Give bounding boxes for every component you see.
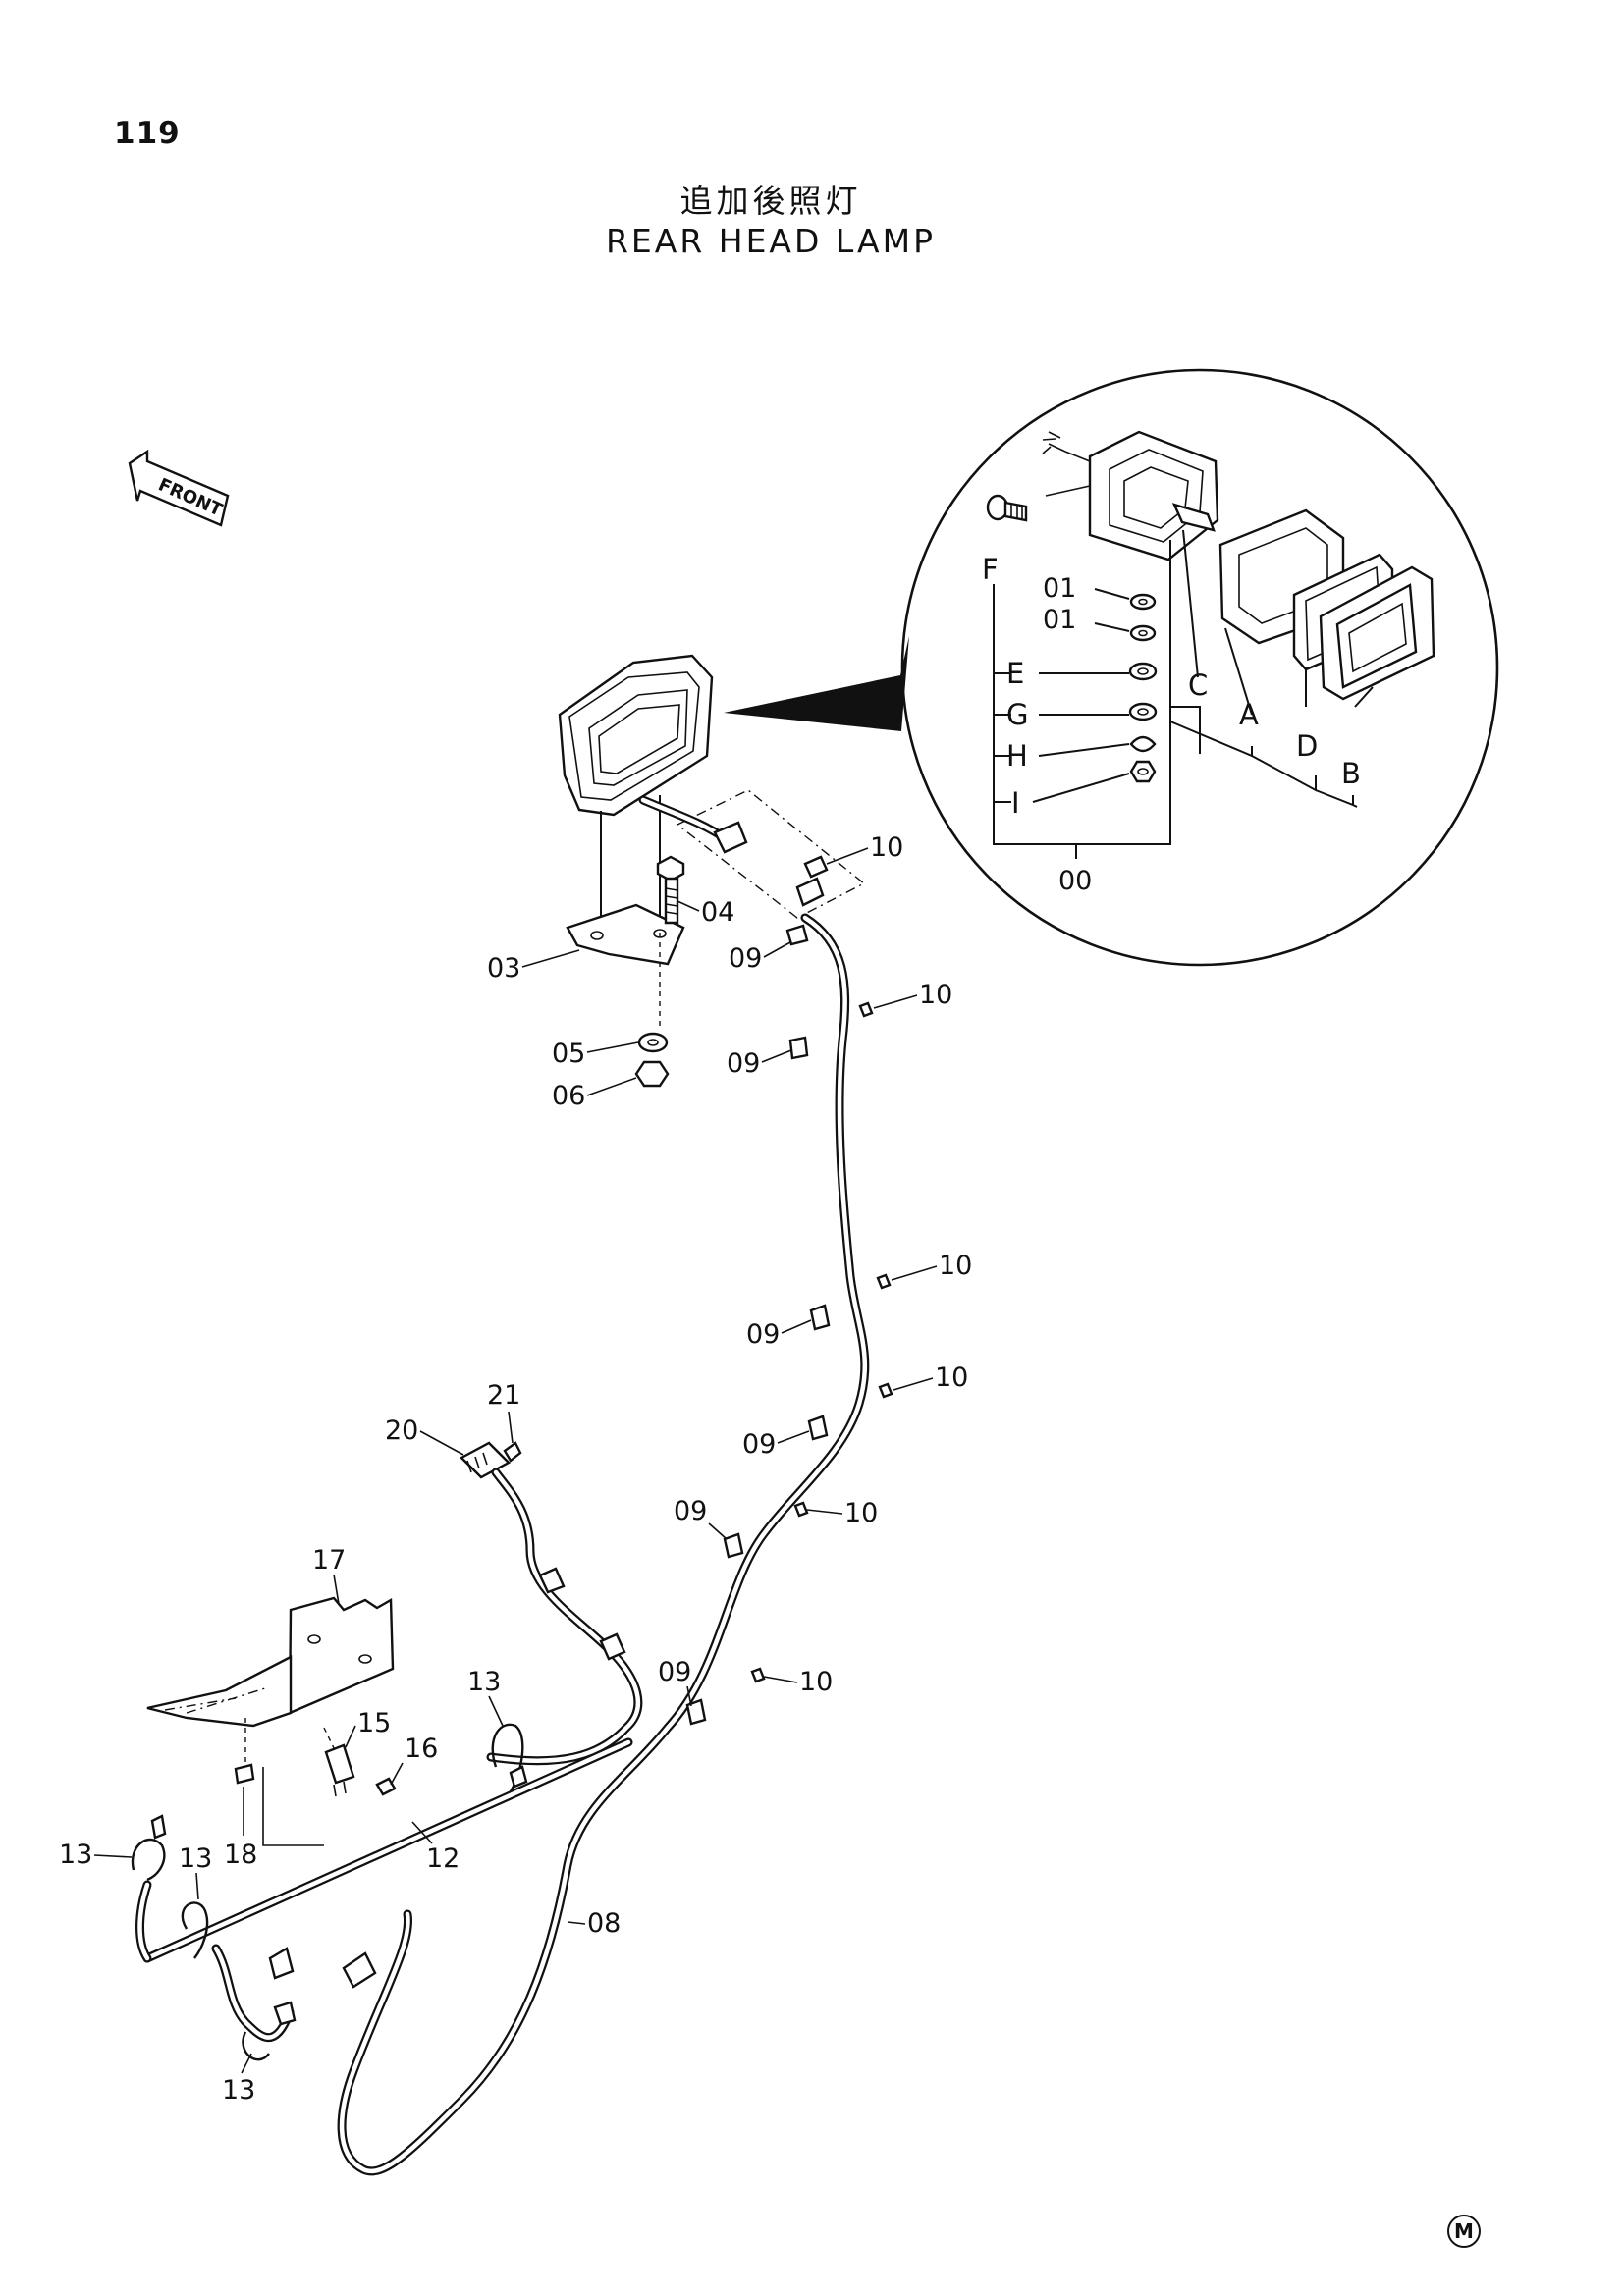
- page-number: 119: [114, 116, 181, 151]
- harness-08: [337, 913, 870, 2176]
- callout-18: 18: [224, 1840, 257, 1870]
- callout-03: 03: [487, 953, 520, 984]
- callout-01-b: 01: [1043, 605, 1076, 635]
- callout-13-d: 13: [222, 2075, 255, 2106]
- harness-12: [131, 1723, 633, 2061]
- detail-callout-wedge: [724, 636, 909, 731]
- callout-12: 12: [426, 1843, 460, 1874]
- callout-H: H: [1006, 739, 1028, 773]
- callout-09-c: 09: [746, 1319, 780, 1350]
- callout-21: 21: [487, 1380, 520, 1411]
- callout-E: E: [1006, 657, 1024, 690]
- lamp-connector-group: [638, 789, 866, 946]
- callout-06: 06: [552, 1081, 585, 1111]
- callout-09-f: 09: [658, 1657, 691, 1687]
- callout-10-a: 10: [870, 832, 903, 863]
- callout-17: 17: [312, 1545, 346, 1575]
- clips-and-ties: [685, 1001, 893, 1726]
- title-japanese: 追加後照灯: [679, 182, 862, 220]
- callout-10-f: 10: [799, 1667, 833, 1697]
- callout-10-d: 10: [935, 1362, 968, 1393]
- callout-09-a: 09: [729, 943, 762, 974]
- callout-01-a: 01: [1043, 573, 1076, 604]
- callout-I: I: [1011, 786, 1020, 820]
- rear-head-lamp: [558, 654, 714, 931]
- callout-C: C: [1188, 668, 1208, 702]
- callout-05: 05: [552, 1039, 585, 1069]
- callout-08: 08: [587, 1908, 621, 1939]
- callout-D: D: [1296, 729, 1318, 763]
- callout-labels: F 01 01 E G H I 00 C A D B 10 04 09 03 0…: [59, 553, 1361, 2106]
- callout-B: B: [1341, 757, 1361, 790]
- bracket-assembly: [566, 855, 685, 1088]
- callout-G: G: [1006, 698, 1028, 731]
- callout-A: A: [1239, 698, 1259, 731]
- front-arrow-icon: FRONT: [128, 449, 230, 527]
- corner-mark-m: M: [1447, 2215, 1481, 2248]
- callout-13-a: 13: [467, 1667, 501, 1697]
- relay-15: [323, 1727, 397, 1797]
- lamp-detail-view: [724, 368, 1499, 967]
- callout-20: 20: [385, 1415, 418, 1446]
- bolt-f: [986, 494, 1028, 522]
- callout-10-e: 10: [844, 1498, 878, 1528]
- callout-00: 00: [1058, 866, 1092, 896]
- callout-13-b: 13: [59, 1840, 92, 1870]
- title-english: REAR HEAD LAMP: [605, 222, 936, 260]
- callout-09-e: 09: [674, 1496, 707, 1526]
- callout-10-c: 10: [939, 1251, 972, 1281]
- callout-09-d: 09: [742, 1429, 776, 1460]
- callout-13-c: 13: [179, 1843, 212, 1874]
- mount-bracket-17: [146, 1596, 395, 1785]
- sub-harness-20: [460, 1441, 643, 1766]
- callout-F: F: [982, 553, 999, 586]
- callout-09-b: 09: [727, 1048, 760, 1079]
- detail-leaders: [993, 529, 1374, 859]
- callout-16: 16: [405, 1734, 438, 1764]
- lamp-exploded: [986, 430, 1435, 783]
- callout-15: 15: [357, 1708, 391, 1738]
- callout-10-b: 10: [919, 980, 952, 1010]
- callout-04: 04: [701, 897, 734, 928]
